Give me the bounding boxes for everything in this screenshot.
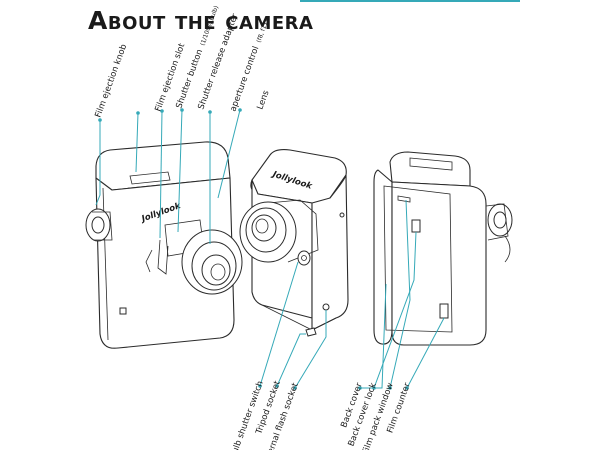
leader-shutter-button-dot [160,109,164,113]
svg-text:Lens: Lens [255,89,271,111]
leader-shutter-release-adapter-dot [180,108,184,112]
leader-lens [217,109,241,199]
leader-back-cover-lock-dot [372,386,376,390]
leader-bulb-shutter-switch [259,261,299,387]
page-title: About the camera [88,6,314,35]
label-lens: Lens [255,89,271,111]
leader-aperture-control-dot [208,110,212,114]
leader-film-ejection-knob-dot [98,118,102,122]
leader-film-ejection-knob [95,120,101,206]
leader-external-flash-socket [294,310,327,389]
leader-film-ejection-slot [135,112,139,173]
aperture-control-note: (f8, f11) [255,19,270,44]
leader-shutter-button [159,110,163,239]
front-camera: Jollylook [85,141,243,349]
leader-film-counter [406,317,445,389]
middle-camera: Jollylook [239,149,349,337]
label-film-ejection-knob: Film ejection knob [93,43,129,119]
leader-lens-dot [238,108,242,112]
leader-bulb-shutter-switch-dot [258,384,262,388]
leader-film-pack-window-dot [388,386,392,390]
leader-film-counter-dot [405,386,409,390]
leader-lines [95,108,445,390]
svg-text:Film ejection knob: Film ejection knob [93,43,129,119]
leader-tripod-socket-dot [275,384,279,388]
leader-film-ejection-slot-dot [136,111,140,115]
leader-back-cover-dot [358,386,362,390]
leader-back-cover [360,283,387,389]
header-rule [300,0,520,2]
shutter-button-note: (1/100s, bulb) [199,5,220,47]
back-camera [373,151,513,346]
leader-tripod-socket [276,333,306,387]
leader-back-cover-lock [373,231,417,389]
leader-external-flash-socket-dot [293,386,297,390]
leader-shutter-release-adapter [177,109,183,233]
leader-film-pack-window [389,199,411,389]
